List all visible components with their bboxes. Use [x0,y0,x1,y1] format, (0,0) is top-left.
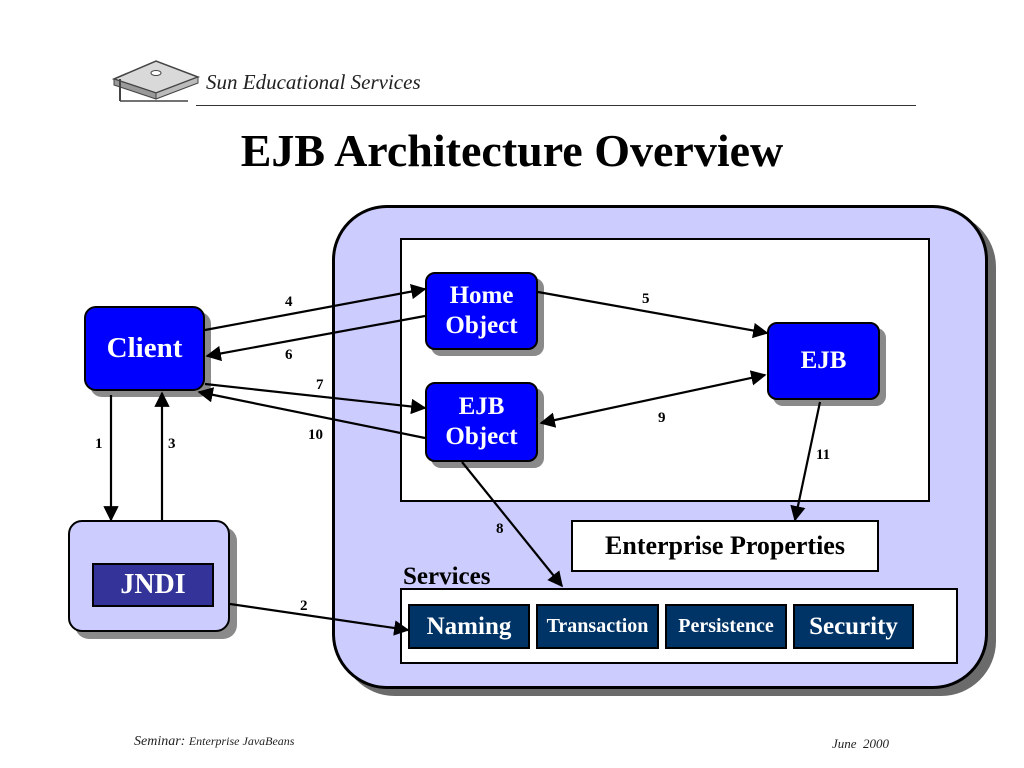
home-object-node: Home Object [425,272,538,350]
ejb-node: EJB [767,322,880,400]
service-persistence: Persistence [665,604,787,649]
arrow-9 [539,370,767,428]
services-label: Services [403,563,491,590]
arrow-4 [204,283,427,332]
service-naming: Naming [408,604,530,649]
step-number-9: 9 [658,410,666,426]
header-divider [196,105,916,106]
step-number-10: 10 [308,427,323,443]
client-node: Client [84,306,205,391]
arrow-2 [229,602,410,636]
arrow-7 [204,382,427,415]
step-number-4: 4 [285,294,293,310]
footer-month: June [832,736,857,751]
arrow-5 [537,290,769,339]
enterprise-properties-box: Enterprise Properties [571,520,879,572]
ejb-object-label-line2: Object [445,423,518,450]
arrow-11 [790,401,822,522]
jndi-text: JNDI [120,568,186,600]
footer-seminar: Seminar: Enterprise JavaBeans [134,734,294,750]
brand-name: Sun Educational Services [206,70,421,94]
ejb-object-label-line1: EJB [458,392,505,420]
footer-year: 2000 [863,736,890,751]
step-number-2: 2 [300,598,308,614]
home-object-label-line2: Object [445,312,518,339]
arrow-8 [461,461,563,588]
step-number-7: 7 [316,377,324,393]
service-security: Security [793,604,914,649]
step-number-5: 5 [642,291,650,307]
step-number-3: 3 [168,436,176,452]
arrow-10 [197,387,426,440]
step-number-6: 6 [285,347,293,363]
step-number-8: 8 [496,521,504,537]
ejb-label: EJB [800,346,847,374]
graduation-cap-icon [111,60,201,102]
arrow-6 [205,314,426,362]
step-number-1: 1 [95,436,103,452]
page-title: EJB Architecture Overview [240,125,784,176]
jndi-label: JNDI [92,563,214,607]
step-number-11: 11 [816,447,831,463]
footer-date: June 2000 [832,736,889,752]
service-transaction: Transaction [536,604,659,649]
home-object-label-line1: Home [449,281,514,309]
client-label: Client [106,331,183,364]
ejb-object-node: EJB Object [425,382,538,462]
footer-seminar-topic: Enterprise JavaBeans [188,734,295,748]
footer-seminar-label: Seminar: [134,734,186,749]
